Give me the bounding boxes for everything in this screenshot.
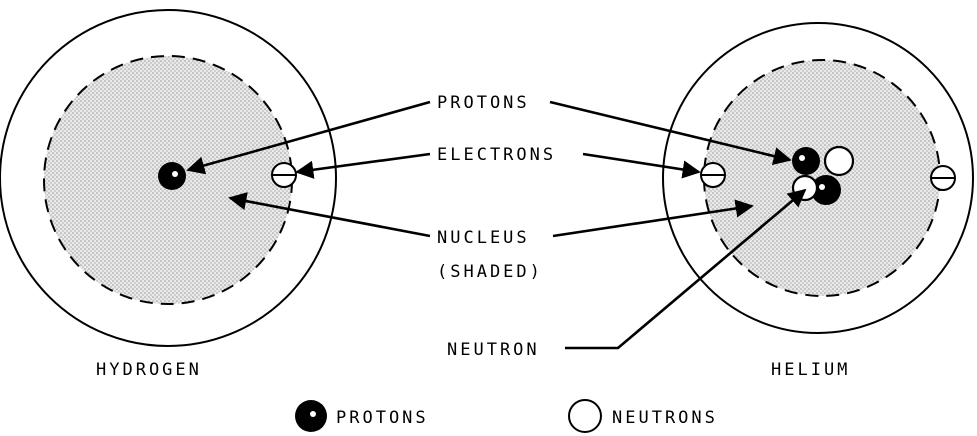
hydrogen-proton bbox=[158, 162, 186, 190]
arrow-protons-helium bbox=[549, 100, 792, 165]
arrow-nucleus-hydrogen bbox=[228, 192, 431, 238]
legend-proton-icon bbox=[295, 400, 327, 432]
helium-proton-1 bbox=[792, 147, 820, 175]
arrow-protons-hydrogen bbox=[186, 100, 431, 175]
helium-electron-icon-left bbox=[700, 162, 726, 188]
hydrogen-atom bbox=[0, 9, 337, 347]
label-nucleus-shaded: (SHADED) bbox=[437, 262, 543, 282]
legend-neutrons-label: NEUTRONS bbox=[612, 408, 718, 428]
helium-nucleus bbox=[791, 145, 855, 205]
helium-neutron-1 bbox=[823, 145, 855, 177]
helium-proton-2 bbox=[811, 175, 841, 205]
helium-electron-icon-right bbox=[930, 165, 956, 191]
legend: PROTONS NEUTRONS bbox=[295, 399, 718, 433]
arrow-electrons-hydrogen bbox=[295, 152, 431, 179]
label-hydrogen: HYDROGEN bbox=[96, 360, 202, 380]
leader-lines bbox=[186, 100, 807, 350]
label-protons: PROTONS bbox=[437, 93, 530, 113]
hydrogen-electron-icon bbox=[271, 162, 297, 188]
label-helium: HELIUM bbox=[771, 360, 850, 380]
legend-protons-label: PROTONS bbox=[336, 408, 429, 428]
arrow-neutron-helium bbox=[565, 188, 807, 350]
arrow-nucleus-helium bbox=[552, 199, 754, 238]
legend-neutron-icon bbox=[568, 399, 602, 433]
arrow-electrons-helium bbox=[582, 152, 701, 179]
label-electrons: ELECTRONS bbox=[437, 145, 556, 165]
label-neutron: NEUTRON bbox=[447, 340, 540, 360]
label-nucleus: NUCLEUS bbox=[437, 228, 530, 248]
helium-atom bbox=[662, 22, 974, 334]
